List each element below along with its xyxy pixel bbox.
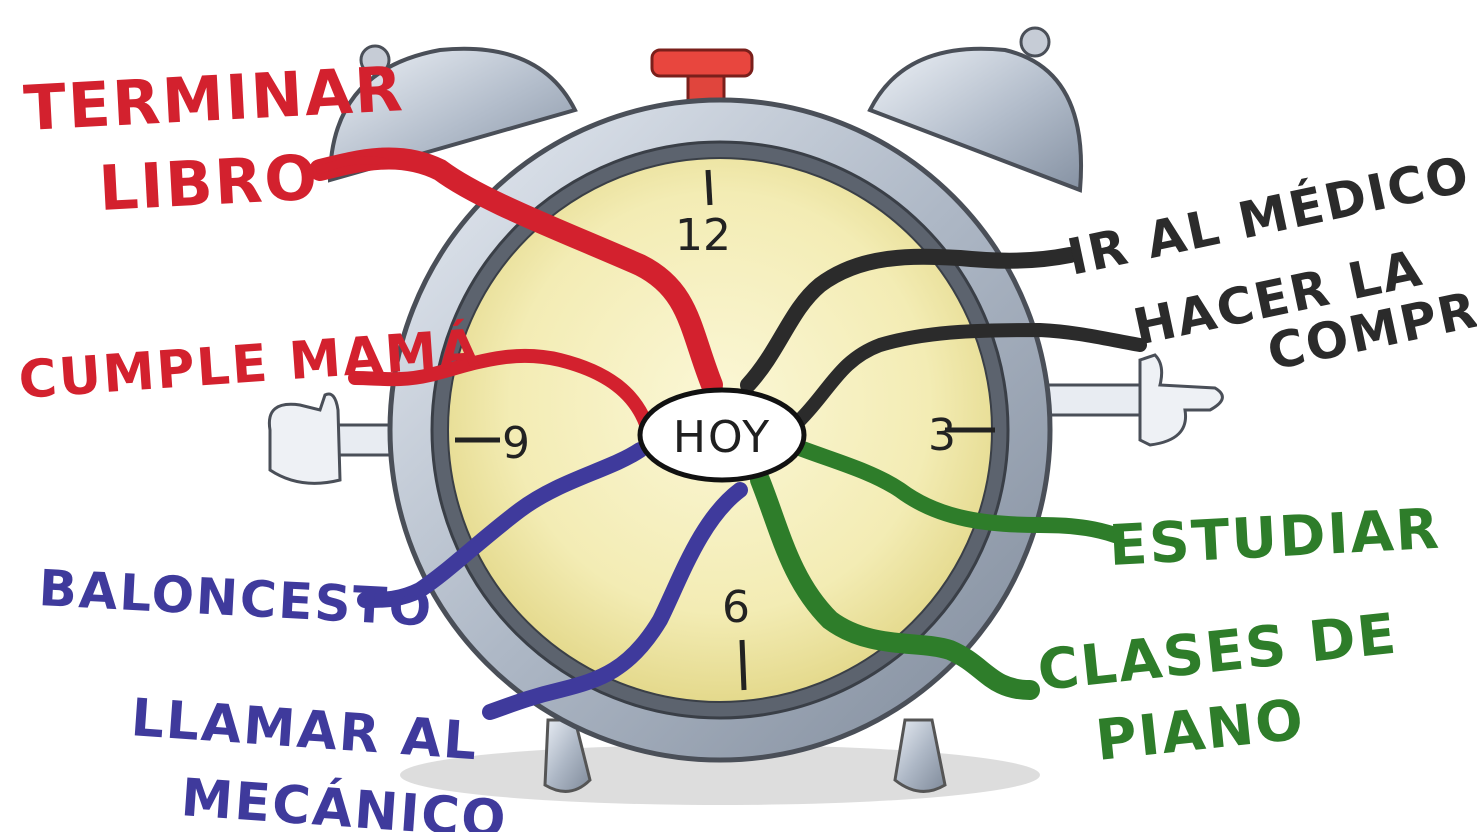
left-bell — [327, 44, 578, 183]
branch-lines-red — [309, 147, 723, 445]
clock-number-6: 6 — [722, 582, 750, 633]
label-libro: LIBRO — [97, 141, 321, 225]
branch-clases-de-piano — [750, 470, 1040, 700]
branch-baloncesto — [357, 442, 648, 608]
right-foot — [893, 718, 947, 793]
branch-ir-al-medico — [740, 247, 1078, 393]
clock-number-9: 9 — [502, 418, 530, 469]
label-clases-de: CLASES DE — [1035, 602, 1401, 704]
label-estudiar: ESTUDIAR — [1107, 497, 1442, 579]
branch-estudiar — [784, 437, 1123, 543]
label-llamar-al: LLAMAR AL — [129, 688, 480, 772]
clock-ticks — [455, 169, 995, 691]
clock-number-3: 3 — [928, 410, 956, 461]
clock-number-12: 12 — [675, 210, 731, 261]
center-bubble — [637, 387, 807, 483]
label-baloncesto: BALONCESTO — [37, 559, 434, 638]
branch-hacer-la-compra — [793, 322, 1147, 427]
right-bell — [867, 26, 1083, 193]
branch-llamar-al-mecanico — [482, 482, 748, 720]
branch-lines-green — [750, 437, 1123, 700]
alarm-button — [650, 48, 754, 108]
label-piano: PIANO — [1093, 687, 1308, 774]
center-label: HOY — [673, 412, 771, 463]
branch-lines-blue — [357, 442, 748, 720]
branch-cumple-mama — [348, 348, 657, 445]
left-foot — [543, 718, 592, 793]
branch-lines-dark — [740, 247, 1147, 427]
